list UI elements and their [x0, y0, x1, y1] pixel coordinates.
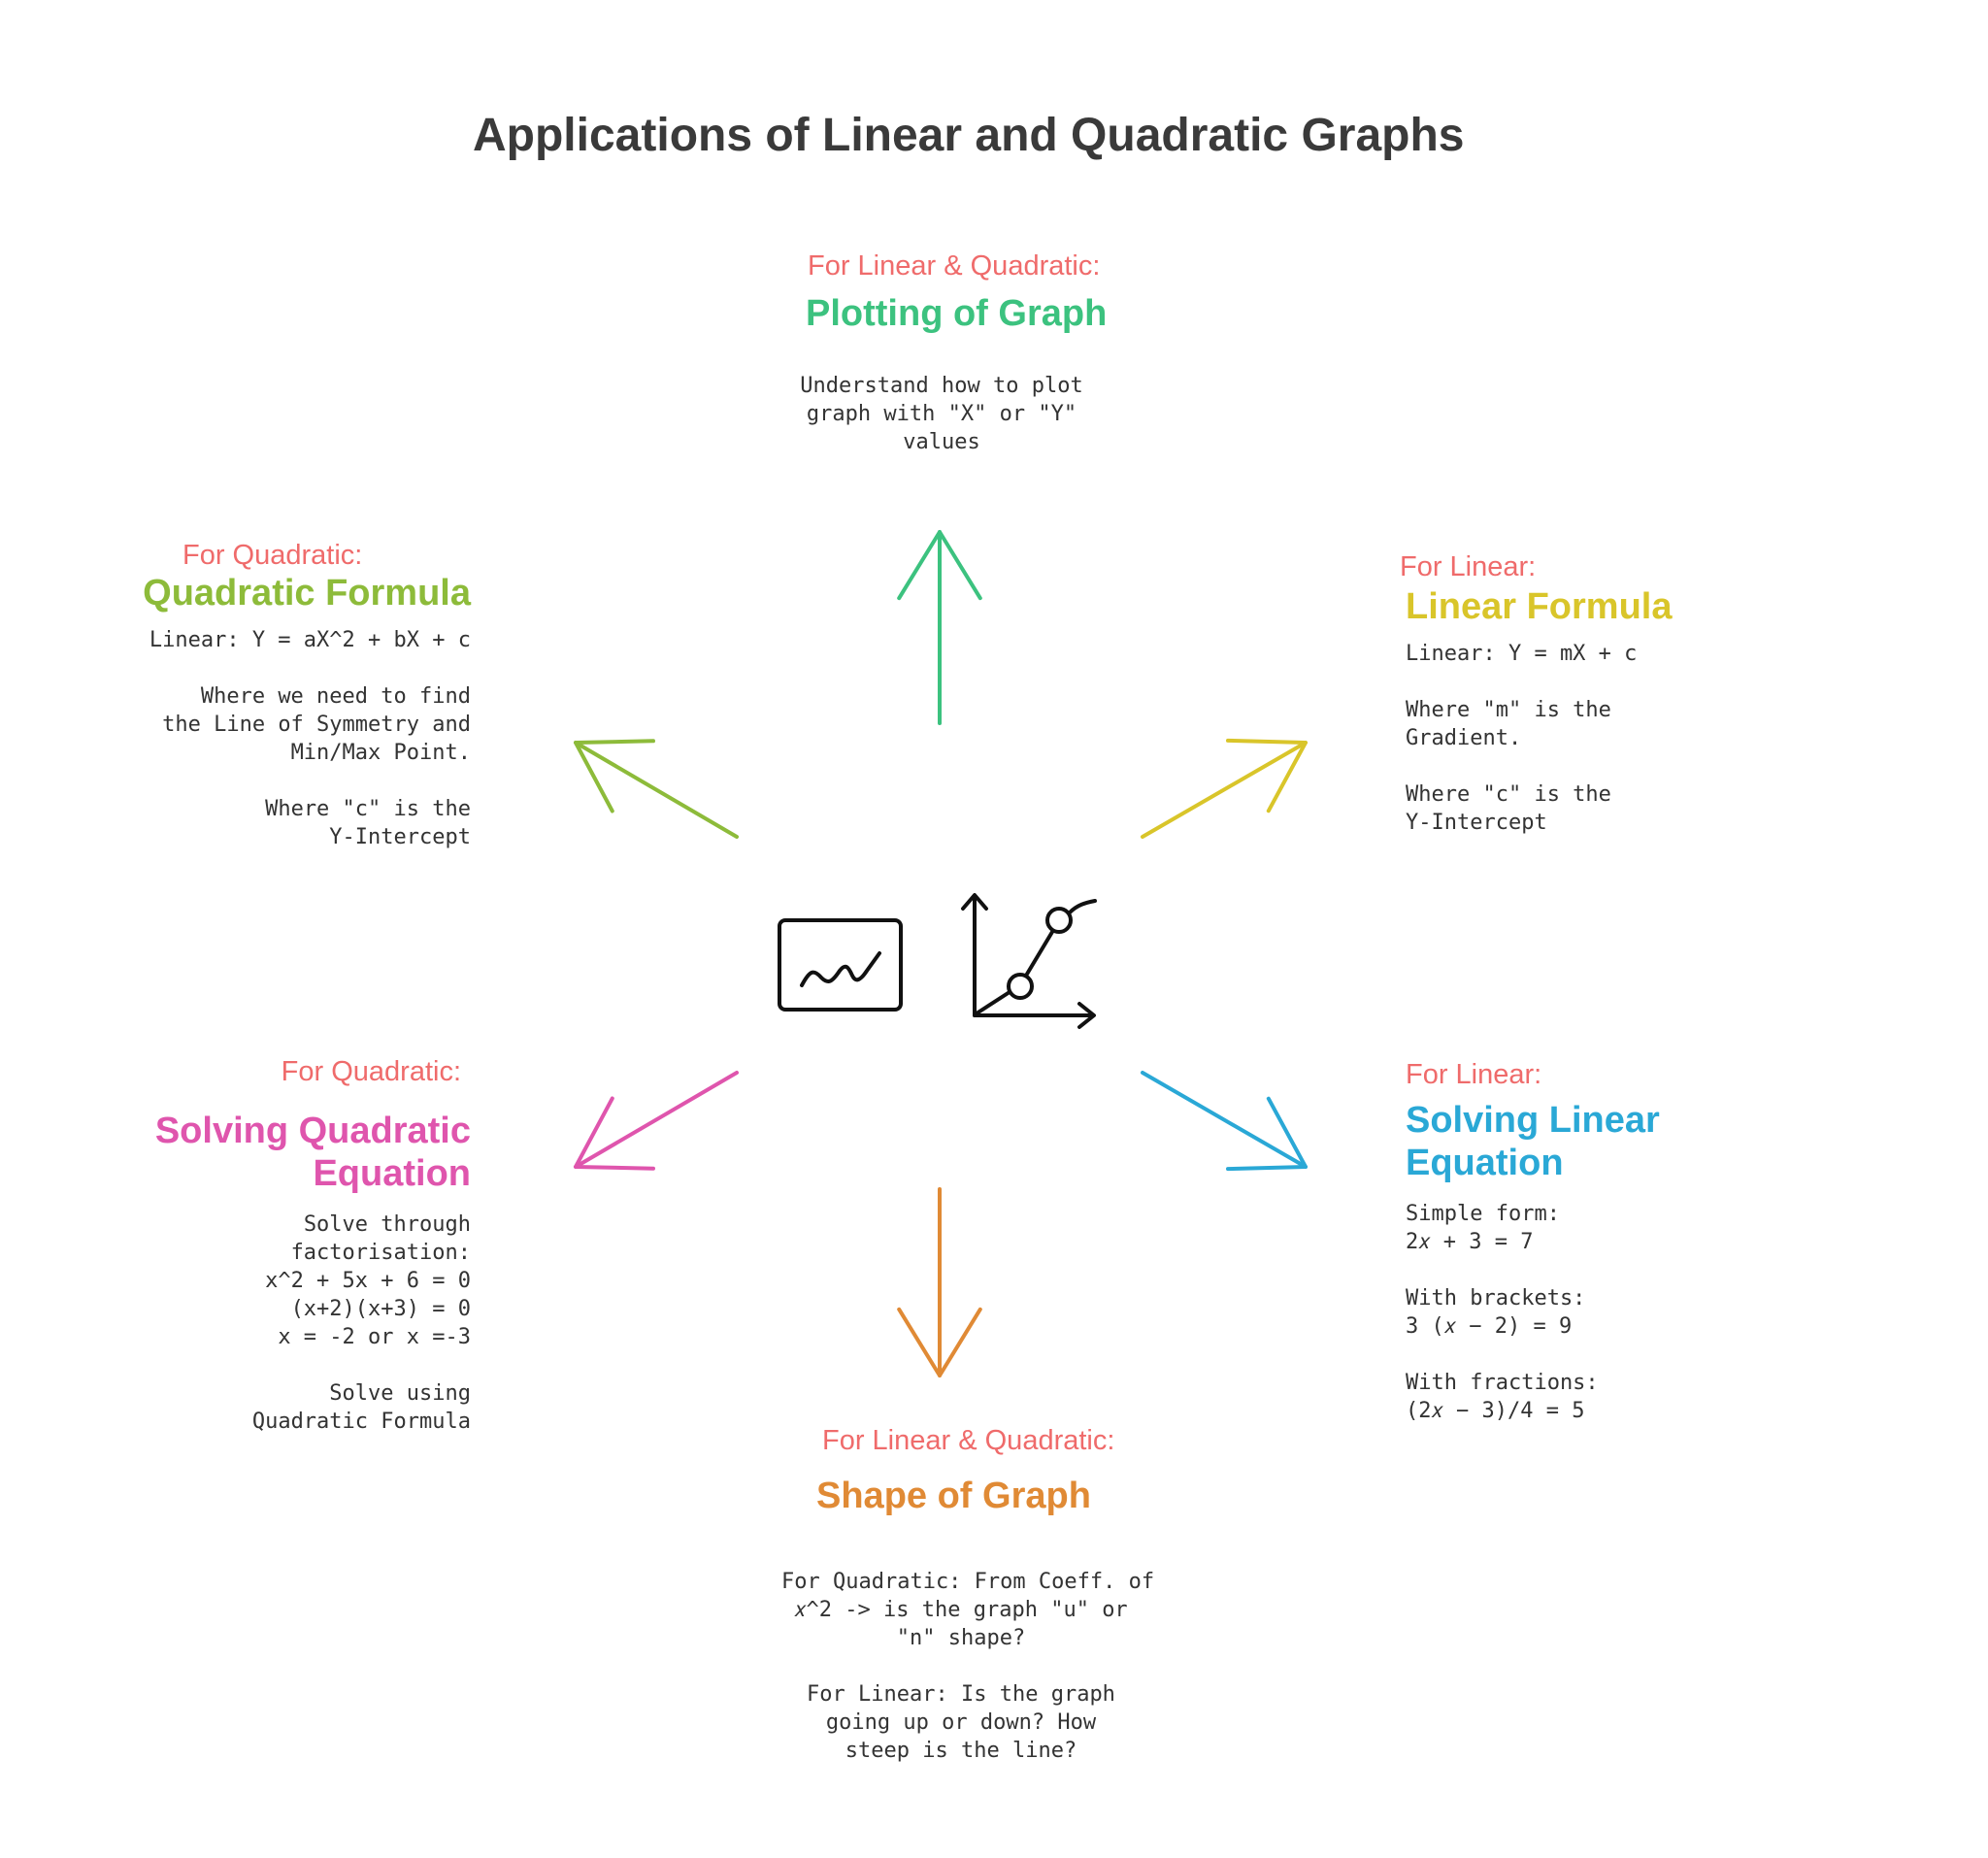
arrow-quadratic-formula [574, 739, 739, 839]
solving-quadratic-body: Solve through factorisation: x^2 + 5x + … [251, 1212, 471, 1434]
plotting-heading: Plotting of Graph [806, 293, 1108, 334]
solving-linear-label: For Linear: [1406, 1059, 1542, 1090]
plotting-label: For Linear & Quadratic: [808, 250, 1101, 282]
linear-formula-heading: Linear Formula [1406, 586, 1673, 627]
arrow-plotting [897, 530, 982, 725]
solving-quadratic-heading: Solving Quadratic Equation [154, 1111, 471, 1194]
linear-formula-body: Linear: Y = mX + c Where "m" is the Grad… [1406, 642, 1638, 835]
arrow-shape [897, 1187, 982, 1377]
shape-heading: Shape of Graph [816, 1476, 1091, 1516]
linear-formula-label: For Linear: [1400, 551, 1537, 582]
solving-quadratic-label: For Quadratic: [281, 1056, 461, 1087]
solving-quadratic-block: For Quadratic: Solving Quadratic Equatio… [146, 1053, 471, 1436]
quadratic-formula-heading: Quadratic Formula [143, 573, 471, 614]
graph-axes-icon [961, 893, 1097, 1029]
quadratic-formula-body: Linear: Y = aX^2 + bX + c Where we need … [149, 628, 471, 849]
quadratic-formula-block: For Quadratic: Quadratic Formula Linear:… [131, 537, 471, 851]
arrow-solving-linear [1141, 1071, 1308, 1172]
linear-formula-block: For Linear: Linear Formula Linear: Y = m… [1400, 548, 1736, 837]
shape-label: For Linear & Quadratic: [822, 1425, 1115, 1456]
solving-linear-body: Simple form: 2𝑥 + 3 = 7 With brackets: 3… [1406, 1202, 1599, 1423]
solving-linear-heading: Solving Linear Equation [1406, 1100, 1660, 1183]
shape-body: For Quadratic: From Coeff. of 𝑥^2 -> is … [781, 1570, 1155, 1763]
diagram-title: Applications of Linear and Quadratic Gra… [473, 110, 1465, 161]
quadratic-formula-label: For Quadratic: [182, 540, 363, 571]
line-chart-monitor-icon [778, 918, 903, 1012]
plotting-block: For Linear & Quadratic: Plotting of Grap… [796, 248, 1108, 456]
plotting-body: Understand how to plot graph with "X" or… [800, 374, 1083, 454]
arrow-linear-formula [1141, 738, 1308, 839]
arrow-solving-quadratic [574, 1071, 739, 1171]
solving-linear-block: For Linear: Solving Linear Equation Simp… [1406, 1056, 1736, 1425]
shape-block: For Linear & Quadratic: Shape of Graph F… [781, 1422, 1155, 1765]
